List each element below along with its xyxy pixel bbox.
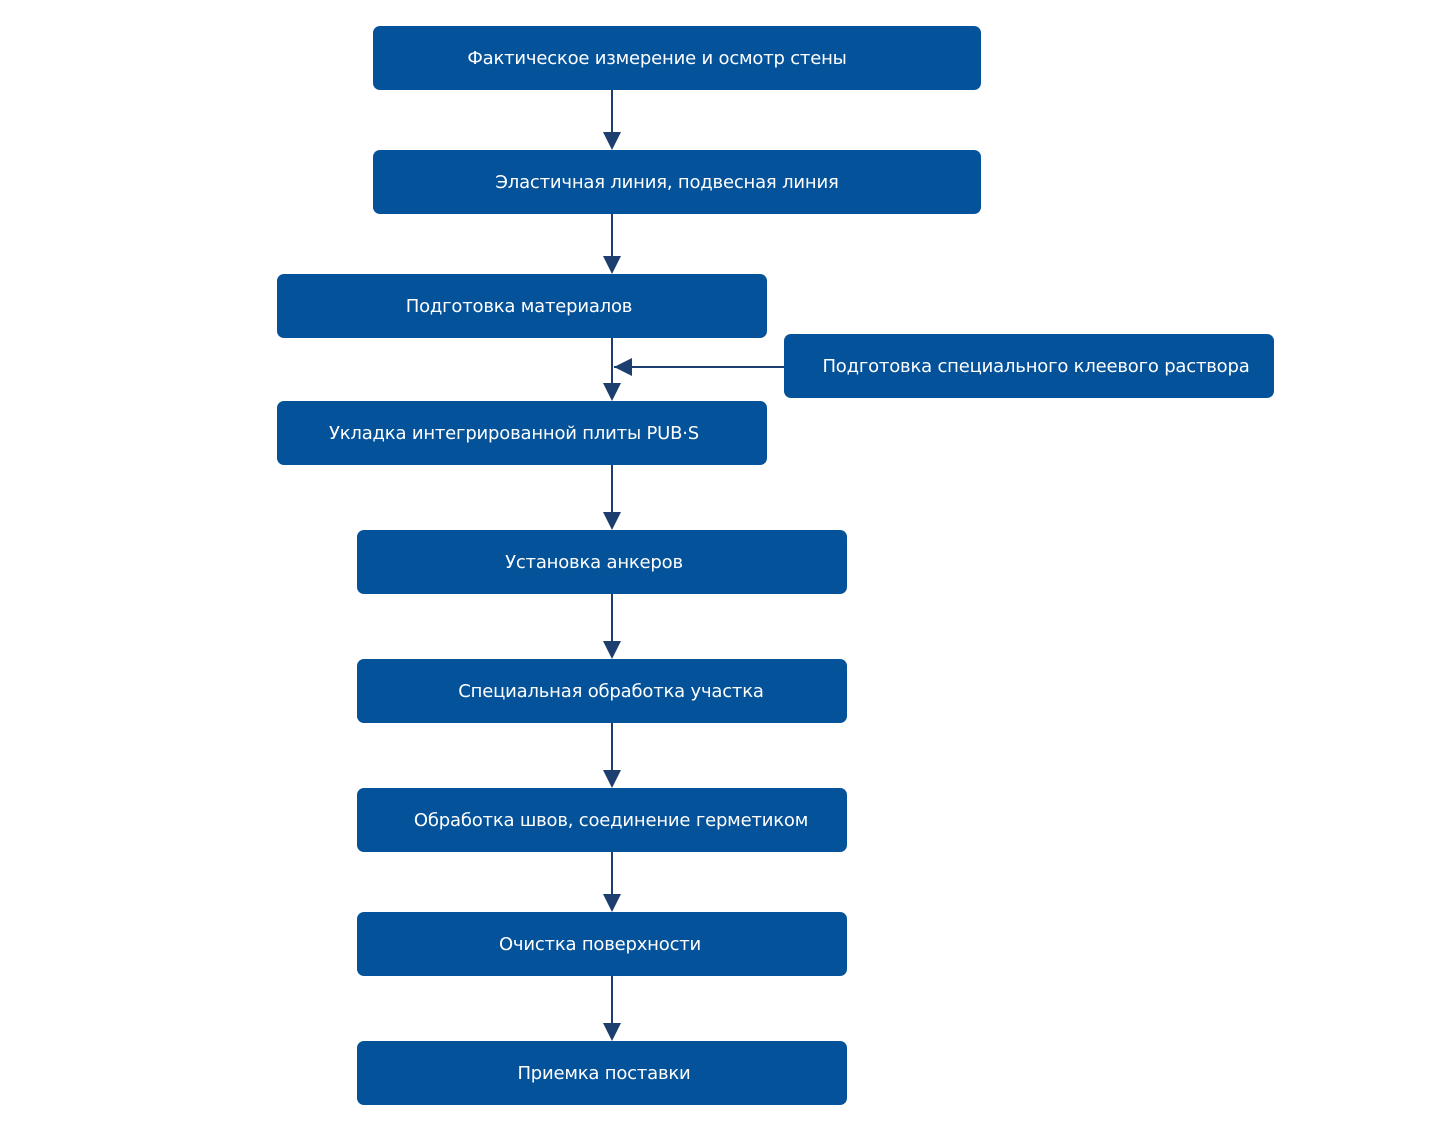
step-label: Очистка поверхности [498, 933, 702, 955]
step-label: Установка анкеров [505, 551, 683, 573]
arrowhead-7-8 [603, 894, 621, 912]
arrowhead-8-9 [603, 1023, 621, 1041]
arrowhead-side [614, 358, 632, 376]
step-label: Укладка интегрированной плиты PUB·S [328, 422, 700, 444]
step-anchor-installation: Установка анкеров [357, 530, 847, 594]
step-special-treatment: Специальная обработка участка [357, 659, 847, 723]
step-delivery-acceptance: Приемка поставки [357, 1041, 847, 1105]
arrowhead-5-6 [603, 641, 621, 659]
step-surface-cleaning: Очистка поверхности [357, 912, 847, 976]
arrowhead-4-5 [603, 512, 621, 530]
step-label: Обработка швов, соединение герметиком [413, 809, 809, 831]
arrowhead-1-2 [603, 132, 621, 150]
arrowhead-6-7 [603, 770, 621, 788]
step-pub-s-laying: Укладка интегрированной плиты PUB·S [277, 401, 767, 465]
step-label: Фактическое измерение и осмотр стены [467, 47, 847, 69]
step-label: Специальная обработка участка [458, 680, 764, 702]
step-label: Приемка поставки [517, 1062, 691, 1084]
step-label: Подготовка материалов [405, 295, 633, 317]
arrowhead-2-3 [603, 256, 621, 274]
step-adhesive-preparation: Подготовка специального клеевого раствор… [784, 334, 1274, 398]
arrowhead-3-4 [603, 383, 621, 401]
step-seam-sealing: Обработка швов, соединение герметиком [357, 788, 847, 852]
step-materials-preparation: Подготовка материалов [277, 274, 767, 338]
step-elastic-line: Эластичная линия, подвесная линия [373, 150, 981, 214]
step-label: Подготовка специального клеевого раствор… [822, 355, 1250, 377]
step-wall-measurement: Фактическое измерение и осмотр стены [373, 26, 981, 90]
step-label: Эластичная линия, подвесная линия [495, 171, 839, 193]
